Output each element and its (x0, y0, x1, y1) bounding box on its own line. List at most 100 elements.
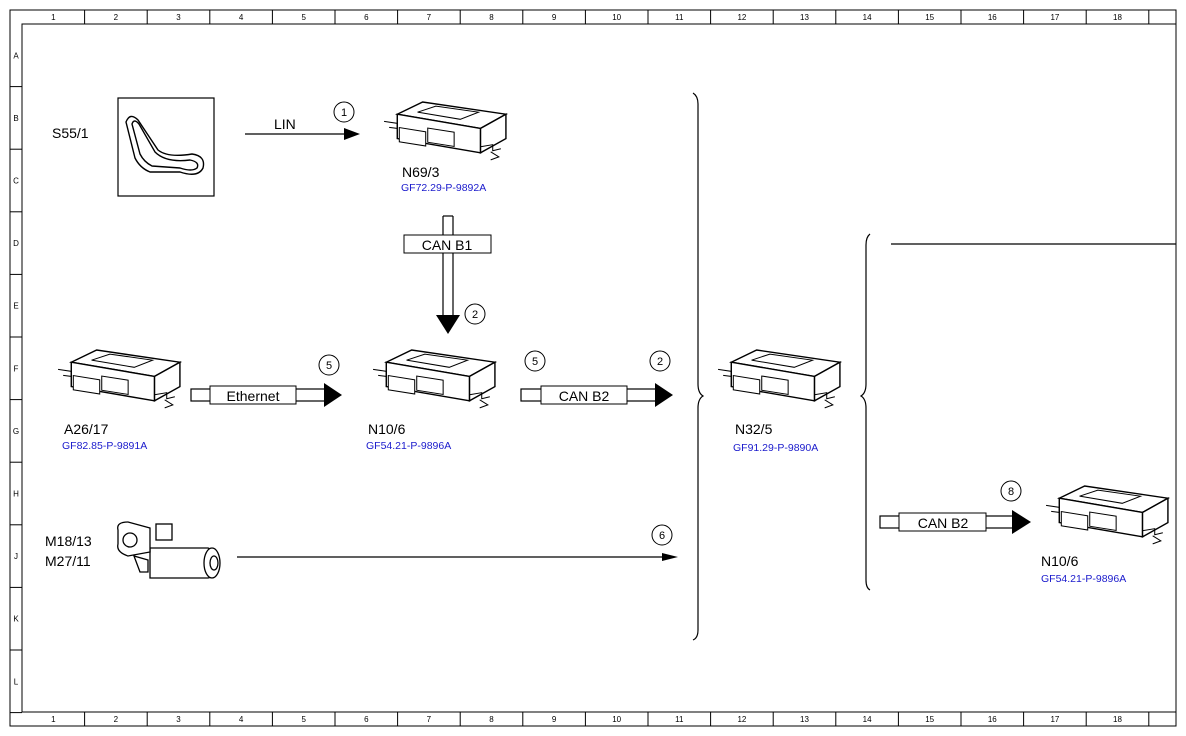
n10-6-component[interactable]: N10/6 GF54.21-P-9896A (366, 349, 496, 452)
motor-connection: 6 (237, 524, 678, 561)
step-marker (464, 303, 486, 325)
can-b1-connection: CAN B1 2 (403, 215, 492, 334)
n69-3-component[interactable]: N69/3 GF72.29-P-9892A (383, 101, 507, 194)
grid-column-label: 6 (364, 13, 369, 22)
right-brace (859, 233, 871, 591)
n10-6-right-reference-link[interactable]: GF54.21-P-9896A (1041, 573, 1126, 585)
left-brace (692, 92, 705, 641)
n10-6-right-component[interactable]: N10/6 GF54.21-P-9896A (1041, 485, 1169, 585)
grid-column-label: 3 (176, 715, 181, 724)
grid-column-label: 9 (552, 13, 557, 22)
grid-column-label: 5 (301, 13, 306, 22)
grid-column-label: 11 (675, 13, 684, 22)
grid-column-label: 8 (489, 715, 494, 724)
s55-1-label: S55/1 (52, 125, 89, 141)
control-unit-icon (383, 101, 507, 161)
step-marker (1000, 480, 1022, 502)
grid-column-label: 4 (239, 13, 244, 22)
grid-column-label: 17 (1050, 13, 1059, 22)
can-b1-label: CAN B1 (422, 237, 473, 253)
s55-1-component[interactable]: S55/1 (52, 97, 215, 197)
grid-column-label: 18 (1113, 715, 1122, 724)
diagram-frame (9, 9, 1177, 727)
control-unit-icon (1045, 485, 1169, 545)
grid-column-label: 8 (489, 13, 494, 22)
seat-switch-icon (125, 115, 205, 175)
step-number: 1 (341, 107, 347, 119)
step-number: 2 (657, 356, 663, 368)
grid-row-label: F (14, 364, 19, 373)
m18-13-component[interactable]: M18/13 M27/11 (45, 521, 221, 579)
can-b2-label: CAN B2 (918, 515, 969, 531)
grid-column-label: 9 (552, 715, 557, 724)
grid-column-label: 17 (1050, 715, 1059, 724)
grid-column-label: 13 (800, 13, 809, 22)
grid-column-label: 10 (612, 13, 621, 22)
grid-column-label: 14 (863, 715, 872, 724)
n10-6-right-label: N10/6 (1041, 553, 1079, 569)
step-number: 2 (472, 309, 478, 321)
ethernet-label: Ethernet (227, 388, 280, 404)
m27-11-label: M27/11 (45, 553, 91, 569)
grid-column-label: 4 (239, 715, 244, 724)
step-number: 5 (532, 356, 538, 368)
seat-switch-box (117, 97, 215, 197)
grid-column-label: 1 (51, 715, 56, 724)
lin-label: LIN (274, 116, 296, 132)
can-b2-right-connection: CAN B2 8 (879, 480, 1031, 534)
grid-row-label: A (13, 51, 19, 60)
grid-column-label: 15 (925, 715, 934, 724)
grid-row-label: H (13, 490, 19, 499)
grid-column-label: 15 (925, 13, 934, 22)
can-b2-label: CAN B2 (559, 388, 610, 404)
grid-column-label: 18 (1113, 13, 1122, 22)
n32-5-reference-link[interactable]: GF91.29-P-9890A (733, 442, 818, 454)
grid-column-label: 13 (800, 715, 809, 724)
grid-row-label: J (14, 552, 18, 561)
grid-column-label: 7 (427, 13, 432, 22)
grid-column-label: 7 (427, 715, 432, 724)
grid-column-label: 2 (114, 715, 119, 724)
grid-column-label: 12 (737, 13, 746, 22)
motor-icon (117, 521, 221, 579)
control-unit-icon (717, 349, 841, 409)
can-b2-connection: CAN B2 5 2 (520, 350, 673, 407)
control-unit-icon (372, 349, 496, 409)
grid-row-label: D (13, 239, 19, 248)
grid-column-label: 16 (988, 715, 997, 724)
n10-6-reference-link[interactable]: GF54.21-P-9896A (366, 440, 451, 452)
step-number: 5 (326, 360, 332, 372)
step-marker (649, 350, 671, 372)
grid-row-label: E (13, 302, 18, 311)
grid-column-label: 5 (301, 715, 306, 724)
control-unit-icon (57, 349, 181, 409)
n69-3-label: N69/3 (402, 164, 440, 180)
a26-17-label: A26/17 (64, 421, 109, 437)
n32-5-component[interactable]: N32/5 GF91.29-P-9890A (717, 349, 841, 454)
grid-column-label: 16 (988, 13, 997, 22)
a26-17-reference-link[interactable]: GF82.85-P-9891A (62, 440, 147, 452)
step-marker (333, 101, 355, 123)
grid-row-label: B (13, 114, 18, 123)
grid-column-label: 10 (612, 715, 621, 724)
grid-column-label: 1 (51, 13, 56, 22)
step-number: 8 (1008, 486, 1014, 498)
n10-6-label: N10/6 (368, 421, 406, 437)
m18-13-label: M18/13 (45, 533, 92, 549)
n69-3-reference-link[interactable]: GF72.29-P-9892A (401, 182, 486, 194)
a26-17-component[interactable]: A26/17 GF82.85-P-9891A (57, 349, 181, 452)
grid-column-label: 2 (114, 13, 119, 22)
grid-column-label: 6 (364, 715, 369, 724)
grid-column-label: 3 (176, 13, 181, 22)
step-marker (651, 524, 673, 546)
grid-row-label: G (13, 427, 19, 436)
step-number: 6 (659, 530, 665, 542)
ethernet-connection: Ethernet 5 (190, 354, 342, 407)
grid-row-label: C (13, 177, 19, 186)
grid-row-label: L (14, 677, 19, 686)
lin-connection: LIN 1 (245, 101, 360, 140)
grid-column-label: 14 (863, 13, 872, 22)
